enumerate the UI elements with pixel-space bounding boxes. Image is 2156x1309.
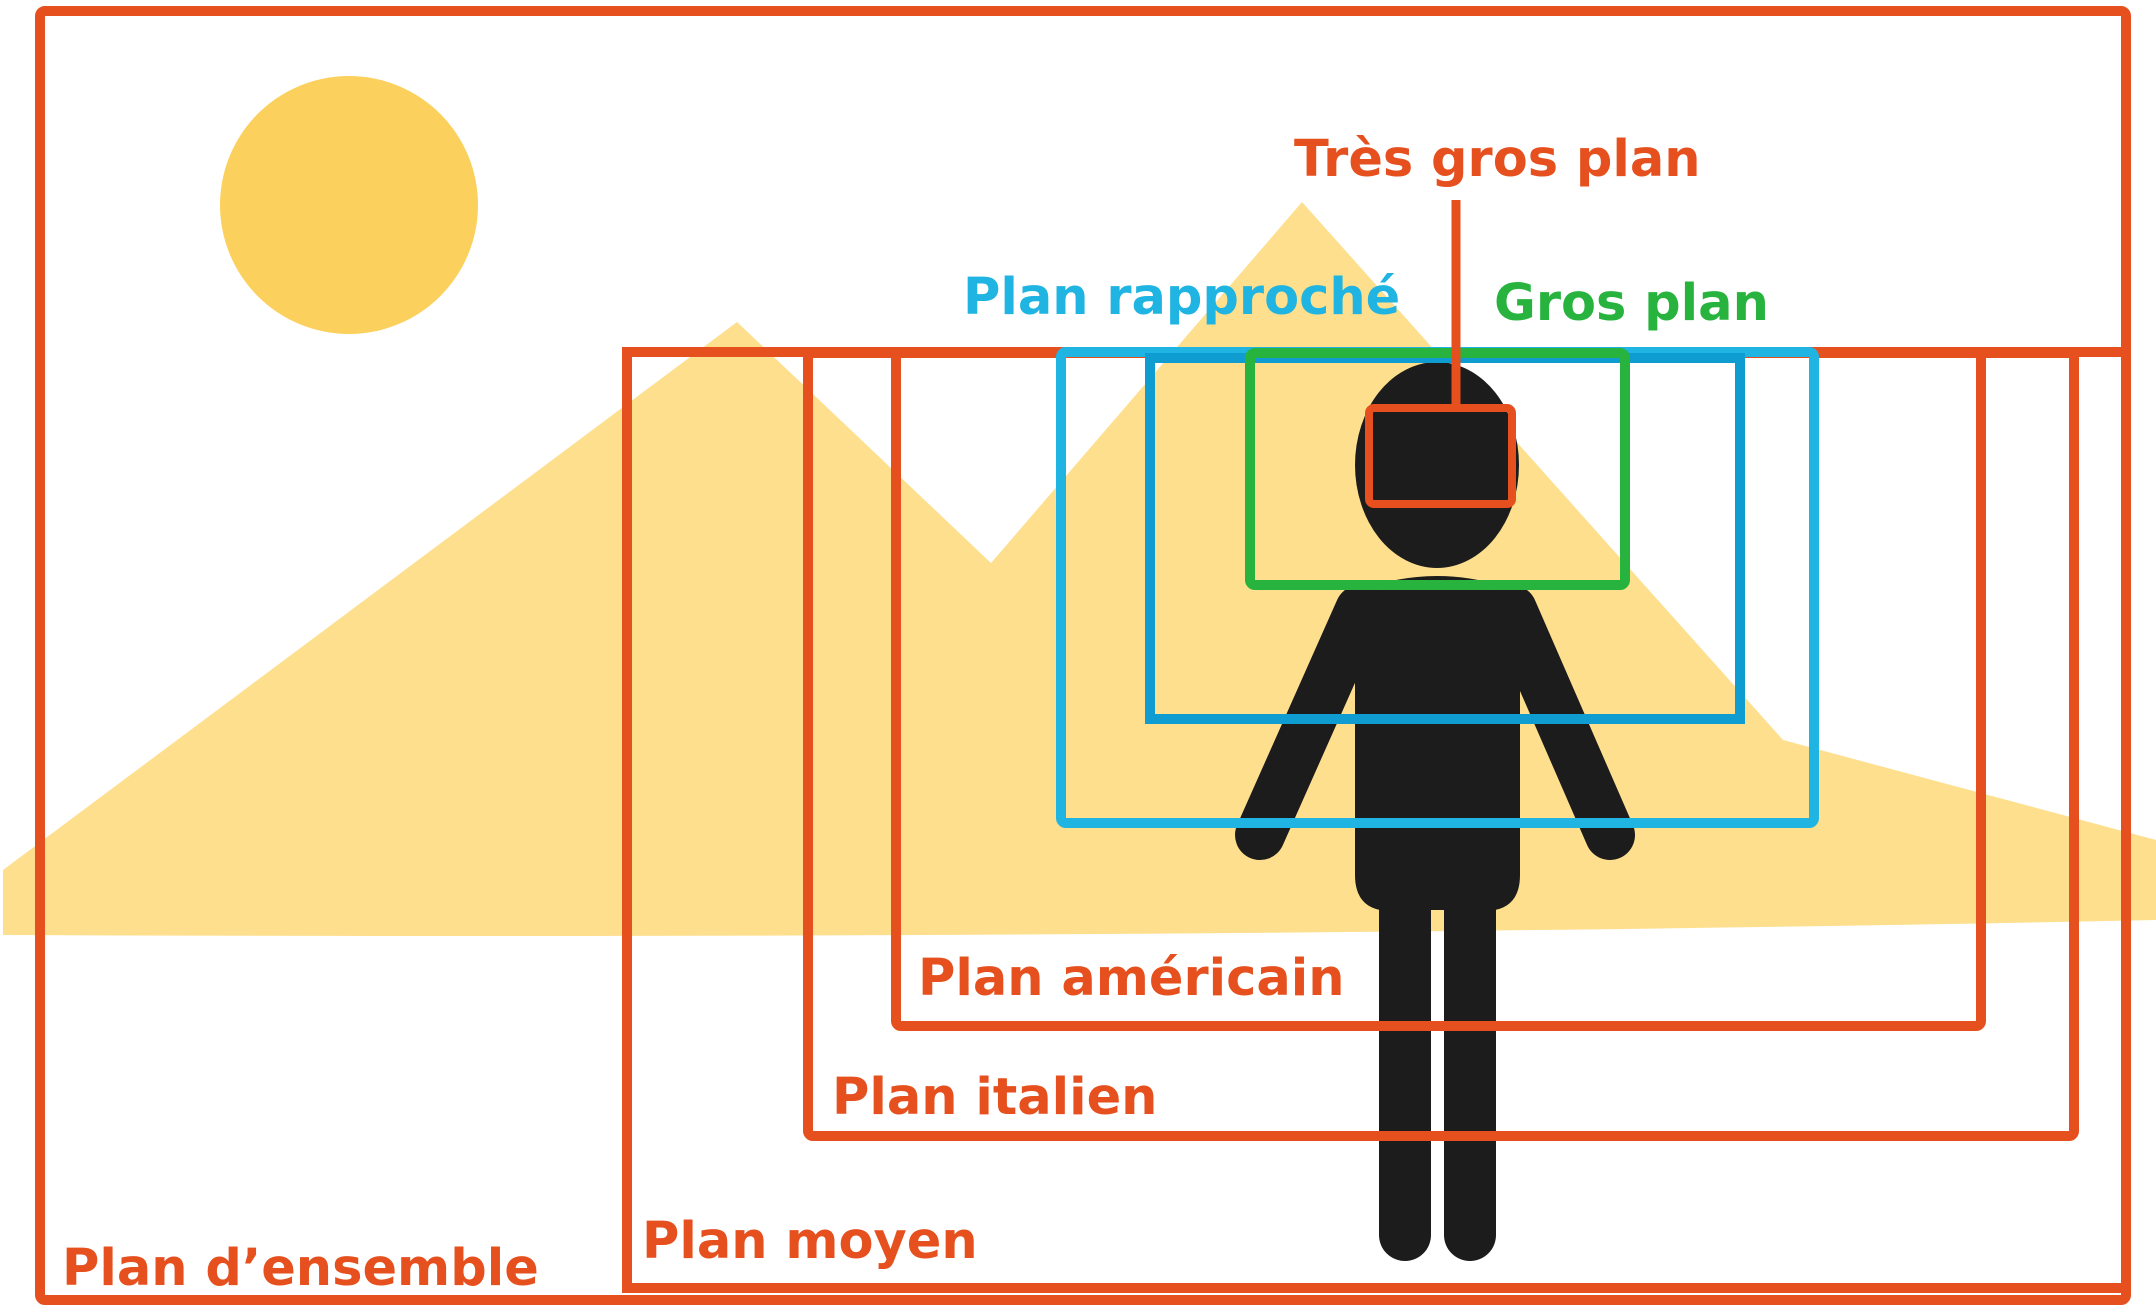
mountains [3, 202, 2156, 936]
shot-frames [35, 6, 2131, 1305]
label-plan-americain: Plan américain [918, 949, 1345, 1008]
sun-icon [220, 76, 478, 334]
label-gros-plan: Gros plan [1494, 274, 1769, 333]
label-plan-italien: Plan italien [832, 1068, 1157, 1127]
person-head [1355, 362, 1519, 568]
frame-tres-gros-plan [1365, 404, 1516, 508]
frame-plan-ensemble [35, 6, 2131, 1305]
scenery [3, 76, 2156, 936]
shot-labels: Très gros plan Gros plan Plan rapproché … [62, 130, 1769, 1298]
frame-gros-plan [1245, 348, 1630, 590]
label-tres-gros-plan: Très gros plan [1294, 130, 1701, 189]
label-plan-ensemble: Plan d’ensemble [62, 1239, 539, 1298]
label-plan-moyen: Plan moyen [642, 1212, 978, 1271]
label-plan-rapproche: Plan rapproché [963, 268, 1400, 327]
